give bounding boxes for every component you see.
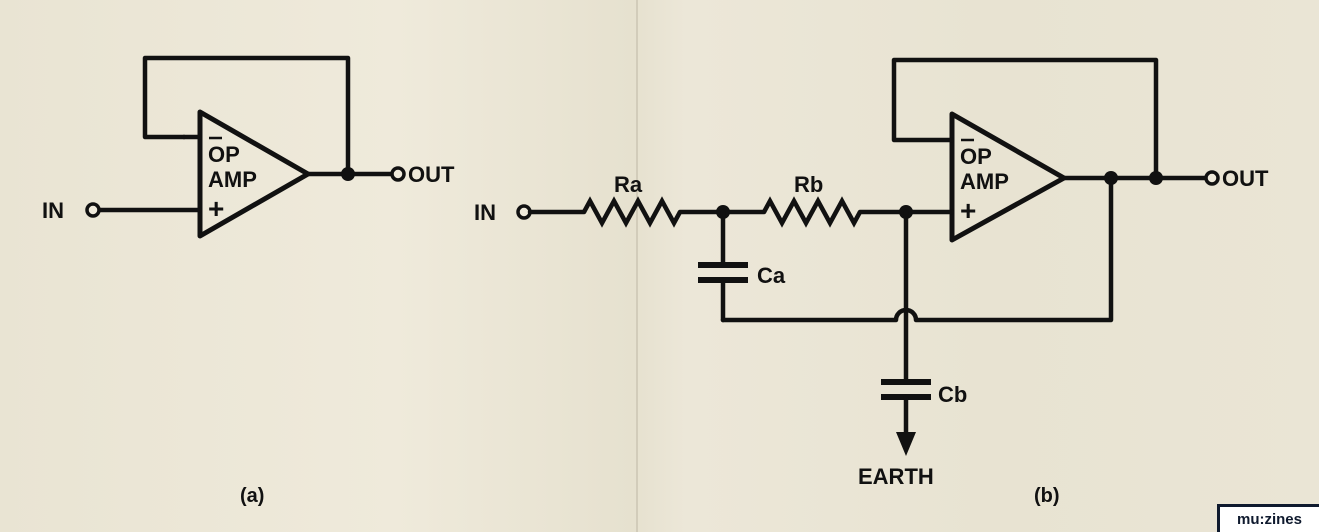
site-watermark: mu:zines [1217,504,1319,532]
figure-a: OP AMP + IN OUT (a) [42,55,455,507]
resistor-rb [762,196,862,228]
feedback-wire-b [891,57,1159,181]
amp-label-a: AMP [208,167,257,192]
ra-label: Ra [614,172,643,197]
caption-b: (b) [1034,485,1060,507]
earth-label: EARTH [858,464,934,489]
caption-a: (a) [240,485,264,507]
in-terminal-a [85,202,101,218]
out-label-b: OUT [1222,166,1269,191]
in-label-a: IN [42,198,64,223]
resistor-ra [582,196,682,228]
cb-label: Cb [938,382,967,407]
in-label-b: IN [474,200,496,225]
output-junction-a [341,167,355,181]
page-fold [636,0,638,532]
out-label-a: OUT [408,162,455,187]
plus-label-a: + [208,193,224,224]
wire-ca-to-output [720,175,1114,323]
output-junction-b2 [1149,171,1163,185]
feedback-wire-a [142,55,351,177]
op-label-b: OP [960,144,992,169]
out-terminal-a [390,166,406,182]
op-label-a: OP [208,142,240,167]
figure-b: OP AMP + IN OUT Ra Rb Ca Cb EARTH (b) [474,57,1269,507]
op-amp-a [197,109,311,239]
ca-label: Ca [757,263,786,288]
plus-label-b: + [960,195,976,226]
earth-arrow-icon [896,432,916,456]
op-amp-b [949,111,1067,243]
amp-label-b: AMP [960,169,1009,194]
rb-label: Rb [794,172,823,197]
out-terminal-b [1204,170,1220,186]
